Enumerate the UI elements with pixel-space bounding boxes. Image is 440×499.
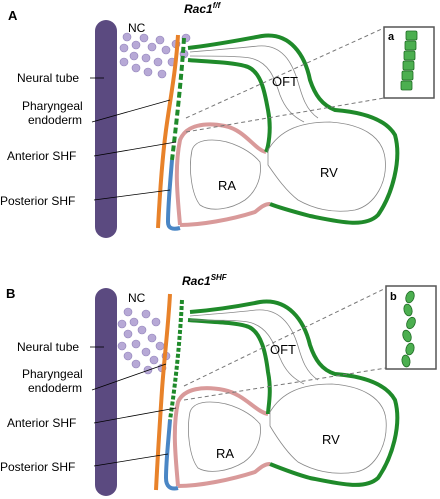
panel-letter: B [6,286,15,301]
heart-outline [187,299,400,487]
oft-lumen [189,45,319,119]
oft-lumen [189,309,319,381]
oft-lumen-2 [189,319,305,385]
posterior-shf-label: Posterior SHF [0,194,75,208]
inset-letter: a [388,31,395,43]
neural-crest-cells [119,32,191,79]
ra-label: RA [218,178,236,193]
pharyngeal-label-line2: endoderm [28,381,82,395]
rv-label: RV [322,432,340,447]
nc-label: NC [128,21,146,35]
posterior-shf-label: Posterior SHF [0,460,75,474]
pharyngeal-label-line1: Pharyngeal [22,99,83,113]
genotype-superscript: f/f [213,1,222,10]
atrial-inflow [174,122,271,227]
nc-label: NC [128,291,146,305]
genotype-base: Rac1 [184,2,213,16]
genotype-superscript: SHF [211,273,228,282]
oft-label: OFT [270,342,296,357]
posterior-shf-shape [163,419,179,491]
panel-a: A Rac1f/f NC OFT RA [0,1,435,238]
ra-label: RA [216,446,234,461]
inset-cells-a [400,30,418,91]
oft-lumen-2 [189,55,305,123]
ra-chamber [188,401,261,472]
anterior-shf-label: Anterior SHF [7,149,76,163]
rv-label: RV [320,165,338,180]
atrial-inflow [172,386,271,488]
rv-chamber [269,383,387,474]
inset-letter: b [390,291,397,303]
pharyngeal-label-line1: Pharyngeal [22,367,83,381]
ra-chamber [190,139,261,210]
anterior-shf-cells [170,37,186,161]
genotype-label: Rac1f/f [184,1,222,16]
genotype-label: Rac1SHF [182,273,228,288]
neural-tube-label: Neural tube [17,340,79,354]
neural-tube-shape [95,288,117,496]
neural-tube-label: Neural tube [17,71,79,85]
anterior-shf-cells [168,299,184,421]
pharyngeal-endoderm-shape [154,293,172,491]
rv-chamber [267,121,386,212]
panel-letter: A [8,8,18,23]
pharyngeal-label-line2: endoderm [28,113,82,127]
oft-label: OFT [272,74,298,89]
panel-b: B Rac1SHF NC OFT RA RV Neural tube Phary… [0,273,437,496]
inset-cells-b [401,290,416,368]
genotype-base: Rac1 [182,274,211,288]
heart-outline [187,33,400,225]
posterior-shf-shape [165,159,181,231]
pharyngeal-endoderm-shape [156,34,180,229]
neural-tube-shape [95,20,117,238]
anterior-shf-label: Anterior SHF [7,416,76,430]
